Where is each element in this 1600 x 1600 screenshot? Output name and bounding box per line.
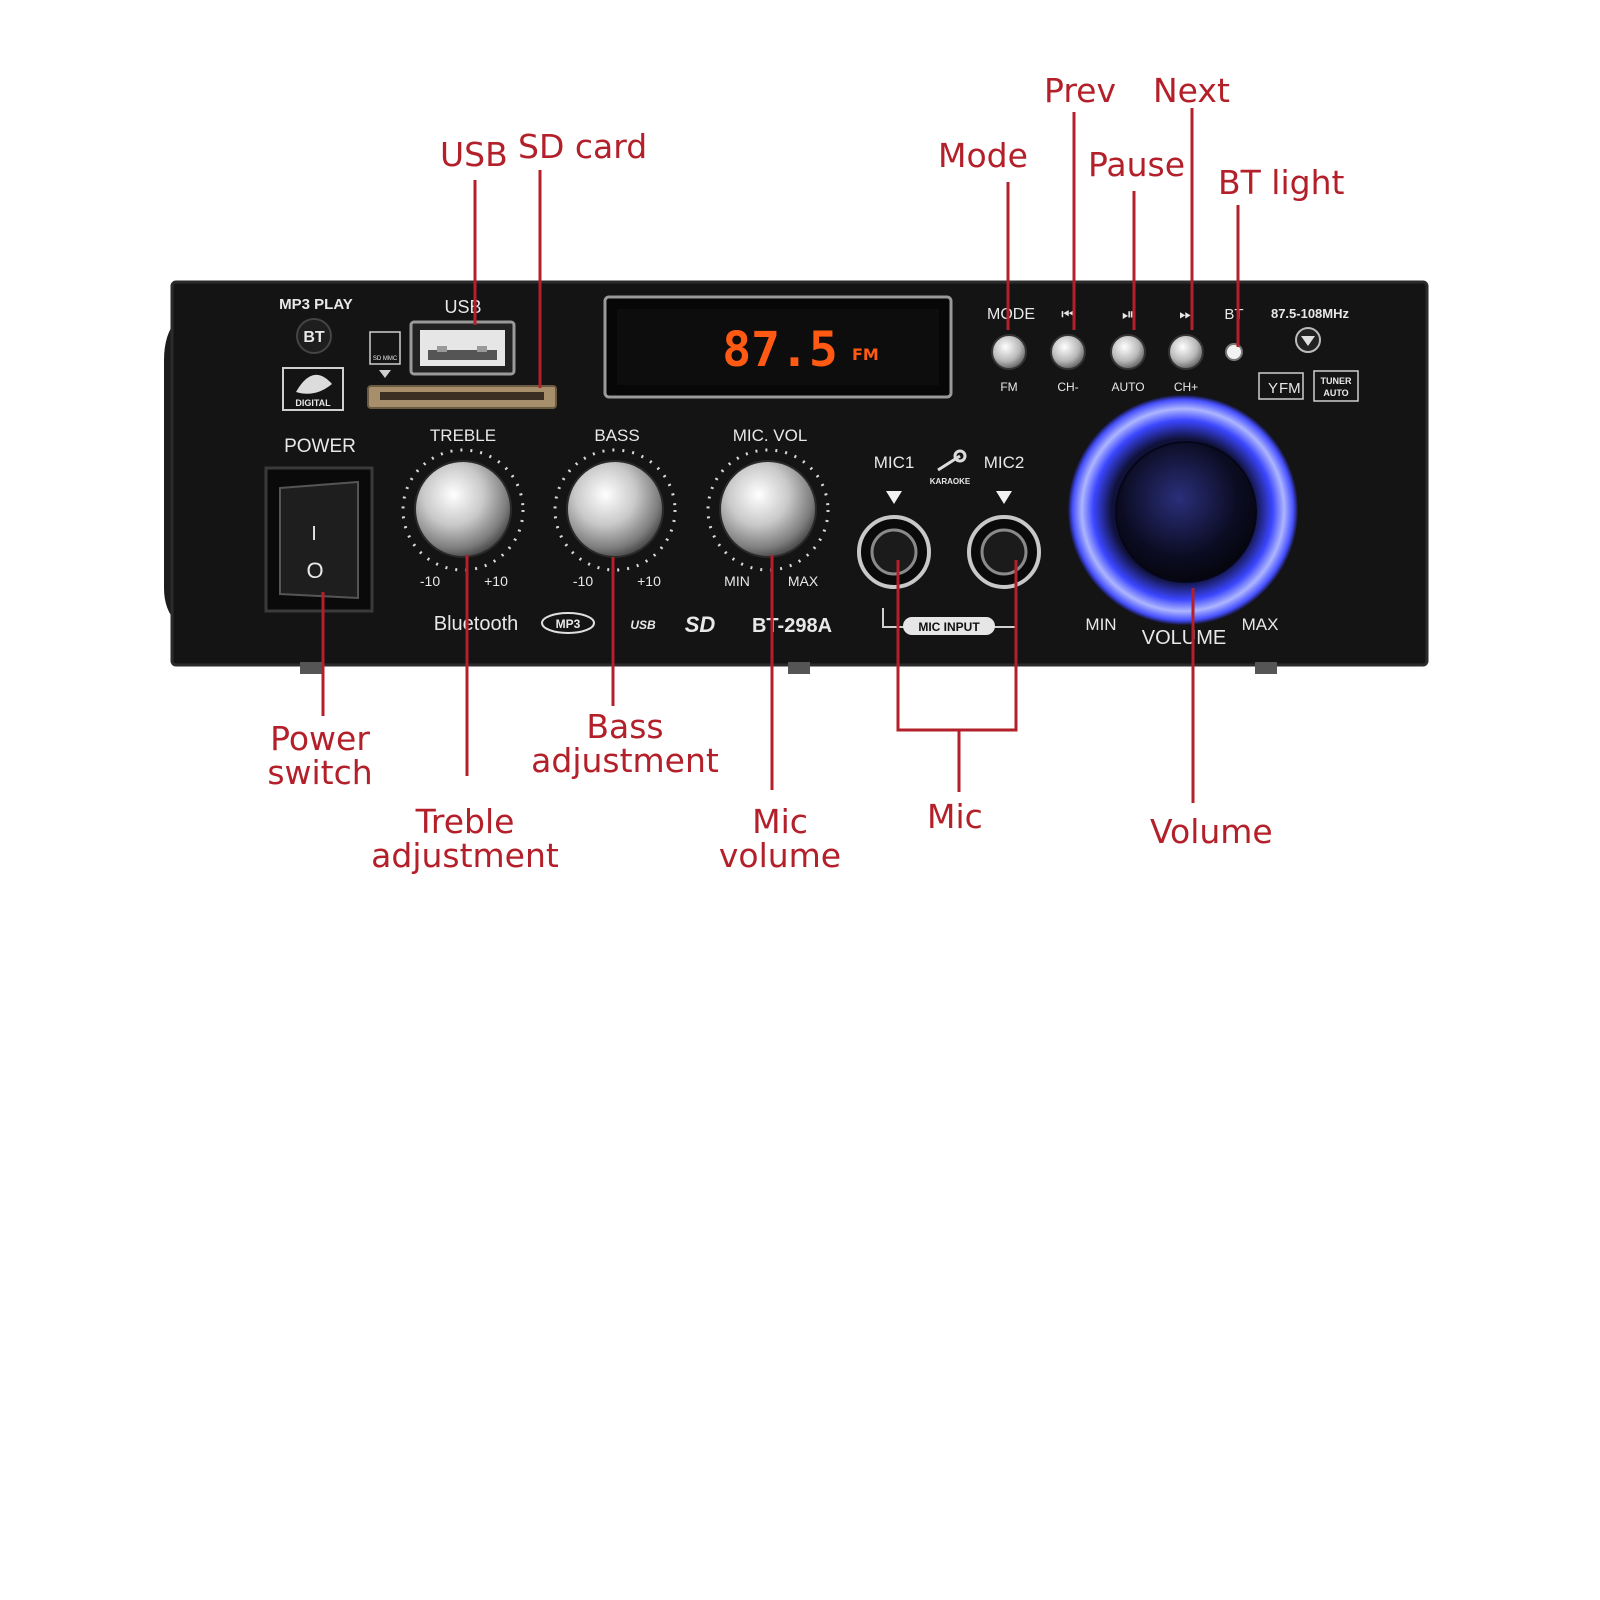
ch-plus-label: CH+: [1174, 380, 1198, 394]
bass-min: -10: [573, 573, 593, 589]
svg-text:TUNER: TUNER: [1321, 376, 1352, 386]
next-button: [1168, 334, 1204, 370]
pause-button-label: ⏯: [1122, 306, 1134, 323]
power-panel-label: POWER: [284, 436, 356, 457]
sd-mmc-icon: [369, 331, 401, 365]
usb-mark: USB: [630, 618, 656, 632]
prev-button-label: ⏮: [1061, 306, 1075, 323]
karaoke-mic-icon: [937, 449, 967, 472]
mic-vol-knob-group: MIC. VOL MIN MAX: [706, 426, 830, 589]
mic-vol-min: MIN: [724, 573, 750, 589]
treble-dial-dots: [401, 448, 525, 572]
mic-vol-label: MIC. VOL: [733, 426, 808, 445]
pause-callout: Pause: [1088, 145, 1186, 184]
prev-button: [1050, 334, 1086, 370]
bass-knob-group: BASS -10 +10: [553, 426, 677, 589]
bt-light-callout: BT light: [1218, 163, 1345, 202]
usb-panel-label: USB: [444, 297, 481, 317]
usb-callout: USB: [440, 135, 508, 174]
mp3-play-label: MP3 PLAY: [279, 296, 353, 313]
next-callout: Next: [1153, 71, 1230, 110]
volume-callout: Volume: [1150, 812, 1273, 851]
pause-button: [1110, 334, 1146, 370]
frequency-range: 87.5-108MHz: [1271, 306, 1350, 321]
mic-vol-dial-dots: [706, 448, 830, 572]
svg-text:AUTO: AUTO: [1323, 388, 1348, 398]
display-frequency: 87.5: [722, 322, 838, 378]
ch-minus-label: CH-: [1057, 380, 1078, 394]
transport-buttons: MODE FM ⏮ CH- ⏯ AUTO ⏭ CH+ BT: [987, 306, 1244, 394]
bluetooth-mark: Bluetooth: [434, 613, 519, 635]
treble-max: +10: [484, 573, 508, 589]
mic-leader-line: [896, 560, 1018, 792]
digital-logo-icon: [296, 374, 332, 394]
auto-sub-label: AUTO: [1111, 380, 1144, 394]
mode-callout: Mode: [938, 136, 1028, 175]
bass-label: BASS: [594, 426, 639, 445]
svg-text:SD MMC: SD MMC: [373, 356, 398, 362]
display-band: FM: [852, 345, 879, 364]
tuner-auto-badge: [1313, 370, 1359, 402]
power-on-mark: I: [311, 523, 317, 545]
fm-badge: [1258, 372, 1304, 400]
treble-label: TREBLE: [430, 426, 496, 445]
fm-sub-label: FM: [1000, 380, 1017, 394]
svg-text:FM: FM: [1279, 380, 1301, 397]
antenna-icon: Y: [1268, 380, 1278, 397]
sd-mark: SD: [685, 612, 716, 637]
mic-callout: Mic: [927, 797, 983, 836]
mic1-label: MIC1: [874, 453, 915, 472]
mode-button-label: MODE: [987, 306, 1035, 323]
prev-callout: Prev: [1044, 71, 1116, 110]
next-button-label: ⏭: [1179, 306, 1193, 323]
volume-knob: [1115, 441, 1257, 583]
mic-input-label: MIC INPUT: [918, 620, 980, 634]
bass-knob: [566, 460, 664, 558]
bass-max: +10: [637, 573, 661, 589]
volume-min: MIN: [1085, 615, 1116, 634]
mic2-label: MIC2: [984, 453, 1025, 472]
mic-vol-max: MAX: [788, 573, 819, 589]
bass-dial-dots: [553, 448, 677, 572]
mode-button: [991, 334, 1027, 370]
power-off-mark: O: [306, 558, 323, 583]
volume-max: MAX: [1242, 615, 1279, 634]
digital-label: DIGITAL: [295, 398, 331, 408]
treble-min: -10: [420, 573, 440, 589]
bt-light: [1225, 343, 1243, 361]
treble-knob: [414, 460, 512, 558]
mic-vol-knob: [719, 460, 817, 558]
volume-label: VOLUME: [1142, 627, 1226, 649]
bt-brand-label: BT: [303, 329, 325, 346]
karaoke-label: KARAOKE: [930, 477, 971, 486]
treble-knob-group: TREBLE -10 +10: [401, 426, 525, 589]
mp3-mark: MP3: [556, 617, 581, 631]
sd-card-callout: SD card: [518, 127, 648, 166]
